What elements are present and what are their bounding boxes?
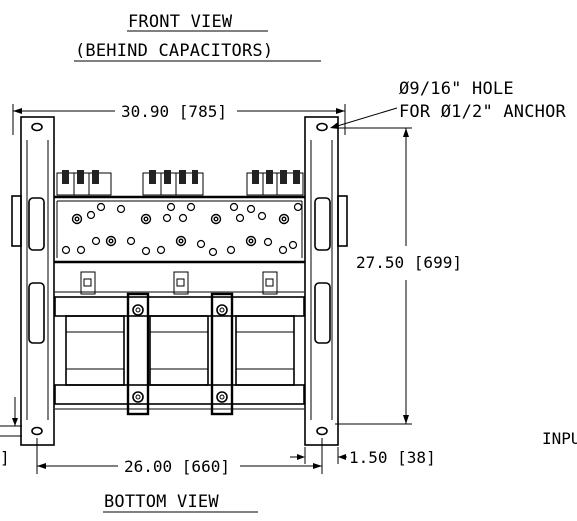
height-label: 27.50 [699] [356,253,462,272]
bottom-view-title: BOTTOM VIEW [104,492,219,512]
left-cut-label: ] [0,448,10,467]
rail-width-dimension [290,447,347,464]
hole-spacing-label: 26.00 [660] [124,457,230,476]
terminal-blocks [56,170,304,196]
height-dimension [335,127,412,425]
hole-callout-line1: Ø9/16" HOLE [399,79,514,99]
overall-width-label: 30.90 [785] [121,102,227,121]
front-view-title: FRONT VIEW [128,12,233,32]
behind-capacitors-title: (BEHIND CAPACITORS) [75,41,273,61]
input-label-partial: INPU [542,429,577,448]
hole-spacing-dimension [36,438,323,474]
capacitor-panel [54,195,305,264]
hole-callout-line2: FOR Ø1/2" ANCHOR [399,102,567,122]
left-rail [11,116,55,446]
overall-width-dimension [12,104,346,135]
left-edge-dimension [0,397,22,437]
rail-width-label: 1.50 [38] [349,448,436,467]
right-rail [304,116,348,446]
reactor-assembly [54,271,305,416]
